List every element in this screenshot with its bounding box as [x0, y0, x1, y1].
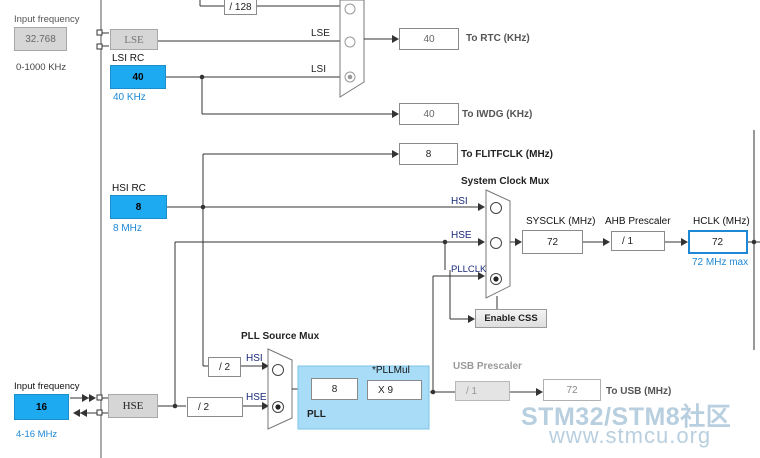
- ahb-prescaler-select[interactable]: / 1: [611, 231, 665, 251]
- hclk-max-label: 72 MHz max: [692, 257, 749, 268]
- sysclk-mux-hsi-label: HSI: [451, 196, 468, 207]
- pllmul-value: X 9: [378, 384, 394, 396]
- rtc-mux-shape: [339, 0, 365, 98]
- hse-input-frequency-field[interactable]: 16: [14, 394, 69, 420]
- arrow-ahb: [603, 238, 610, 246]
- iwdg-output-field[interactable]: 40: [399, 103, 459, 125]
- ahb-prescaler-label: AHB Prescaler: [605, 216, 671, 227]
- usb-output-field[interactable]: 72: [543, 379, 601, 401]
- sysclk-output-field[interactable]: 72: [522, 230, 583, 254]
- pllmul-select[interactable]: X 9: [367, 380, 422, 400]
- enable-css-button[interactable]: Enable CSS: [475, 309, 547, 328]
- sysclk-radio-pllclk-dot: [493, 276, 499, 282]
- hsi-div2-block[interactable]: / 2: [208, 357, 241, 377]
- sysclk-label: SYSCLK (MHz): [526, 216, 596, 227]
- pll-src-radio-hse-dot: [275, 404, 281, 410]
- sysclk-radio-hsi[interactable]: [490, 202, 502, 214]
- arrow-hclk: [681, 238, 688, 246]
- hse-block[interactable]: HSE: [108, 394, 158, 418]
- hclk-label: HCLK (MHz): [693, 216, 750, 227]
- to-usb-label: To USB (MHz): [606, 386, 672, 397]
- arrow-hsi-mux: [478, 203, 485, 211]
- arrow-osc-in-1: [82, 394, 89, 402]
- rtc-mux-radio-lsi-dot: [347, 74, 353, 80]
- pin-lse-out: [96, 43, 103, 50]
- pll-src-hse-label: HSE: [246, 392, 267, 403]
- arrow-css: [468, 315, 475, 323]
- sysclk-mux-hse-label: HSE: [451, 230, 472, 241]
- pll-src-hsi-label: HSI: [246, 353, 263, 364]
- ahb-prescaler-value: / 1: [622, 235, 634, 247]
- rtc-mux-radio-top[interactable]: [344, 3, 356, 15]
- flitfclk-output-field[interactable]: 8: [399, 143, 458, 165]
- lsi-wire-label: LSI: [311, 64, 327, 75]
- rtc-mux-radio-lse[interactable]: [344, 36, 356, 48]
- pll-input-field[interactable]: 8: [311, 378, 358, 400]
- usb-prescaler-select[interactable]: / 1: [455, 381, 510, 401]
- to-iwdg-label: To IWDG (KHz): [462, 109, 533, 120]
- hsi-rc-label: HSI RC: [112, 183, 146, 194]
- lse-wire-label: LSE: [311, 28, 330, 39]
- arrow-pll-hsi: [262, 362, 269, 370]
- lsi-freq: 40 KHz: [113, 92, 146, 103]
- pll-src-radio-hsi[interactable]: [272, 364, 284, 376]
- lse-input-range: 0-1000 KHz: [16, 62, 67, 73]
- junction-hse: [172, 403, 178, 409]
- rtc-div128-block[interactable]: / 128: [224, 0, 257, 15]
- sysclk-mux-pllclk-label: PLLCLK: [451, 264, 487, 275]
- arrow-sysclk: [515, 238, 522, 246]
- lse-input-frequency-label: Input frequency: [14, 14, 80, 25]
- arrow-flit: [392, 150, 399, 158]
- to-flitfclk-label: To FLITFCLK (MHz): [461, 149, 554, 160]
- pll-source-mux-shape: [267, 348, 293, 430]
- usb-prescaler-label: USB Prescaler: [453, 361, 522, 372]
- arrow-iwdg: [392, 110, 399, 118]
- lse-block[interactable]: LSE: [110, 29, 158, 50]
- pin-osc-out: [96, 409, 103, 416]
- arrow-osc-out-1: [73, 409, 80, 417]
- rtc-output-field[interactable]: 40: [399, 28, 459, 50]
- arrow-hse-mux: [478, 238, 485, 246]
- arrow-osc-in-2: [89, 394, 96, 402]
- lsi-rc-block[interactable]: 40: [110, 65, 166, 89]
- hclk-input[interactable]: 72: [688, 230, 748, 254]
- hsi-rc-block[interactable]: 8: [110, 195, 167, 219]
- sysclk-radio-hse[interactable]: [490, 237, 502, 249]
- watermark-url: www.stmcu.org: [549, 423, 712, 448]
- pllmul-label: *PLLMul: [372, 365, 410, 376]
- hse-input-frequency-label: Input frequency: [14, 381, 80, 392]
- pll-source-mux-title: PLL Source Mux: [241, 331, 320, 342]
- hse-prediv-value: / 2: [198, 401, 210, 413]
- lse-input-frequency-field[interactable]: 32.768: [14, 27, 67, 51]
- arrow-rtc: [392, 35, 399, 43]
- system-clock-mux-title: System Clock Mux: [461, 176, 550, 187]
- arrow-pllclk-mux: [478, 272, 485, 280]
- hsi-freq: 8 MHz: [113, 223, 142, 234]
- usb-prescaler-value: / 1: [466, 385, 478, 397]
- lsi-rc-label: LSI RC: [112, 53, 145, 64]
- hse-prediv-select[interactable]: / 2: [187, 397, 243, 417]
- arrow-osc-out-2: [80, 409, 87, 417]
- pin-osc-in: [96, 394, 103, 401]
- arrow-pll-hse: [262, 402, 269, 410]
- to-rtc-label: To RTC (KHz): [466, 33, 530, 44]
- watermark-logo-text: STM32/STM8社区: [521, 403, 732, 431]
- hse-input-range: 4-16 MHz: [16, 429, 58, 440]
- pin-lse-in: [96, 29, 103, 36]
- arrow-usb: [536, 388, 543, 396]
- pll-label: PLL: [307, 409, 326, 420]
